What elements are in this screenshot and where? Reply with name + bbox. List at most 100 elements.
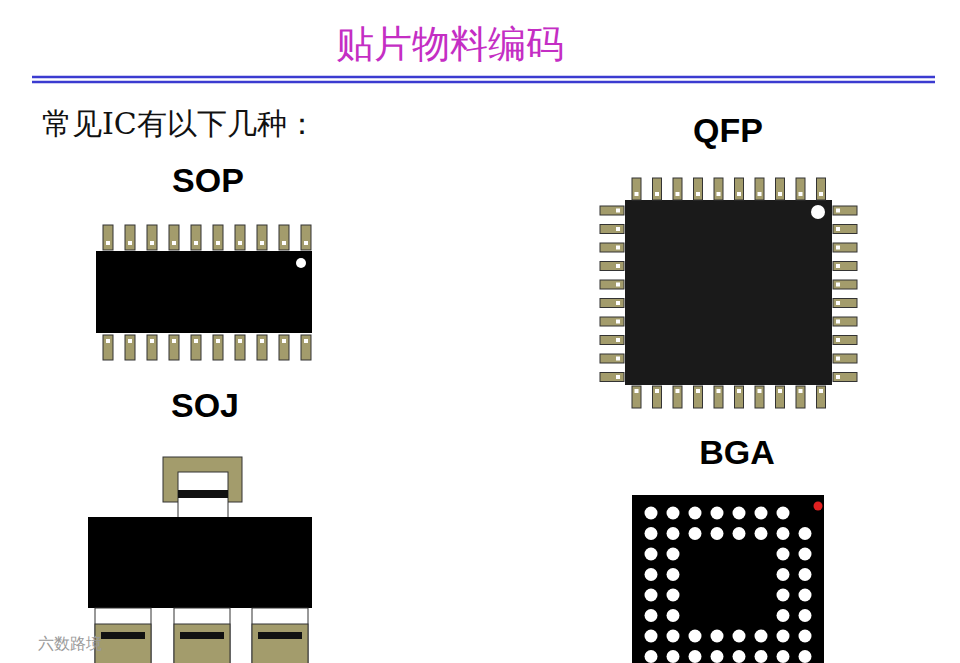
- ic-pin: [252, 624, 308, 663]
- solder-ball: [667, 507, 680, 520]
- pin-mark: [836, 301, 840, 305]
- pin-mark: [282, 339, 286, 343]
- ic-pin: [653, 386, 662, 408]
- solder-ball: [667, 630, 680, 643]
- pin-mark: [194, 339, 198, 343]
- pin-mark: [216, 339, 220, 343]
- solder-ball: [689, 630, 702, 643]
- ic-pin: [174, 608, 230, 663]
- solder-ball: [777, 630, 790, 643]
- ic-pin: [125, 225, 135, 250]
- ic-pin: [755, 386, 764, 408]
- pin-mark: [260, 241, 264, 245]
- pin-mark: [260, 339, 264, 343]
- solder-ball: [777, 609, 790, 622]
- pin-mark: [635, 192, 639, 196]
- pin-mark: [106, 241, 110, 245]
- ic-pin: [169, 225, 179, 250]
- pin-mark: [836, 375, 840, 379]
- package-name: SOP: [172, 162, 244, 199]
- pin-mark: [304, 241, 308, 245]
- ic-pin: [833, 262, 857, 271]
- solder-ball: [645, 650, 658, 663]
- pin-mark: [799, 192, 803, 196]
- ic-pin: [600, 225, 624, 234]
- pin-mark: [128, 339, 132, 343]
- solder-ball: [645, 568, 658, 581]
- ic-pin: [755, 178, 764, 200]
- pin-mark: [758, 192, 762, 196]
- ic-pin: [103, 225, 113, 250]
- ic-pin: [301, 225, 311, 250]
- ic-pin: [147, 335, 157, 360]
- solder-ball: [755, 527, 768, 540]
- pin-mark: [238, 241, 242, 245]
- solder-ball: [777, 527, 790, 540]
- pin-mark: [836, 320, 840, 324]
- solder-ball: [645, 527, 658, 540]
- ic-body: [96, 251, 312, 333]
- pin-mark: [172, 241, 176, 245]
- pin-mark: [836, 246, 840, 250]
- pin-mark: [616, 227, 620, 231]
- ic-pin: [735, 178, 744, 200]
- ic-pin: [833, 373, 857, 382]
- pin-mark: [616, 357, 620, 361]
- ic-pin: [600, 299, 624, 308]
- pin-mark: [778, 192, 782, 196]
- solder-ball: [799, 548, 812, 561]
- pin-mark: [737, 389, 741, 393]
- ic-pin: [235, 335, 245, 360]
- ic-pin: [817, 178, 826, 200]
- ic-pin: [833, 317, 857, 326]
- ic-pin: [103, 335, 113, 360]
- ic-body: [632, 495, 824, 663]
- rule-line: [32, 81, 935, 84]
- pin-mark: [616, 246, 620, 250]
- pin1-dot: [296, 258, 306, 268]
- ic-pin: [101, 632, 145, 639]
- ic-pin: [213, 225, 223, 250]
- ic-pin: [600, 354, 624, 363]
- pin-mark: [836, 338, 840, 342]
- pin-mark: [616, 283, 620, 287]
- package-name: BGA: [699, 434, 775, 471]
- solder-ball: [667, 650, 680, 663]
- solder-ball: [645, 609, 658, 622]
- ic-pin: [632, 386, 641, 408]
- ic-pin: [213, 335, 223, 360]
- ic-pin: [252, 608, 308, 663]
- ic-pin: [796, 386, 805, 408]
- ic-pin: [180, 632, 224, 639]
- ic-pin: [169, 335, 179, 360]
- solder-ball: [733, 650, 746, 663]
- solder-ball: [645, 507, 658, 520]
- ic-pin: [95, 608, 151, 663]
- solder-ball: [799, 650, 812, 663]
- pin-mark: [836, 209, 840, 213]
- ic-pin: [600, 373, 624, 382]
- ic-pin: [600, 280, 624, 289]
- pin-mark: [819, 389, 823, 393]
- ic-body: [625, 200, 832, 385]
- solder-ball: [645, 589, 658, 602]
- pin-mark: [676, 389, 680, 393]
- ic-pin: [600, 262, 624, 271]
- pin-mark: [106, 339, 110, 343]
- ic-pin: [191, 335, 201, 360]
- ic-pin: [796, 178, 805, 200]
- solder-ball: [755, 630, 768, 643]
- solder-ball: [689, 507, 702, 520]
- ic-pin: [600, 243, 624, 252]
- pin-mark: [696, 192, 700, 196]
- ic-pin: [735, 386, 744, 408]
- solder-ball: [777, 650, 790, 663]
- pin-mark: [717, 192, 721, 196]
- ic-pin: [833, 299, 857, 308]
- solder-ball: [733, 507, 746, 520]
- soj-package: [88, 457, 312, 663]
- ic-pin: [301, 335, 311, 360]
- pin1-dot: [811, 205, 825, 219]
- solder-ball: [711, 507, 724, 520]
- ic-pin: [673, 386, 682, 408]
